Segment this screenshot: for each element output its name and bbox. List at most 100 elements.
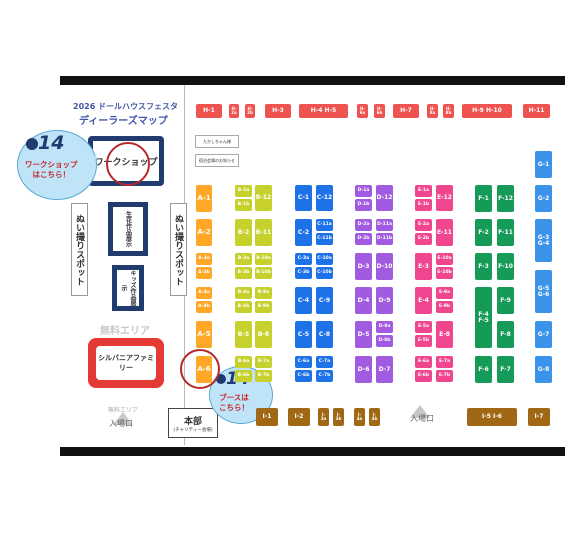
booth-D-11[interactable]: D-5 bbox=[355, 321, 372, 348]
booth-A-3[interactable]: A-3b bbox=[196, 267, 212, 279]
booth-C-9[interactable]: C-4 bbox=[295, 287, 312, 314]
booth-I-3[interactable]: I- 3b bbox=[333, 408, 344, 426]
booth-H-10[interactable]: H-9 H-10 bbox=[462, 104, 512, 118]
booth-A-0[interactable]: A-1 bbox=[196, 185, 212, 212]
booth-B-10[interactable]: B-4b bbox=[235, 301, 252, 313]
booth-H-6[interactable]: H- 6b bbox=[374, 104, 385, 118]
booth-C-12[interactable]: C-8 bbox=[316, 321, 333, 348]
booth-C-15[interactable]: C-7a bbox=[316, 356, 333, 368]
booth-D-9[interactable]: D-4 bbox=[355, 287, 372, 314]
booth-D-5[interactable]: D-11a bbox=[376, 219, 393, 231]
booth-I-4[interactable]: I- 4a bbox=[354, 408, 365, 426]
booth-F-9[interactable]: F-6 bbox=[475, 356, 492, 383]
booth-B-5[interactable]: B-3a bbox=[235, 253, 252, 265]
booth-B-11[interactable]: B-9a bbox=[255, 287, 272, 299]
booth-C-1[interactable]: C-12 bbox=[316, 185, 333, 211]
booth-C-8[interactable]: C-10b bbox=[316, 267, 333, 279]
booth-B-15[interactable]: B-6a bbox=[235, 356, 252, 368]
booth-C-6[interactable]: C-3b bbox=[295, 267, 312, 279]
booth-C-13[interactable]: C-6a bbox=[295, 356, 312, 368]
booth-D-15[interactable]: D-7 bbox=[376, 356, 393, 383]
booth-D-7[interactable]: D-3 bbox=[355, 253, 372, 280]
booth-E-2[interactable]: E-12 bbox=[436, 185, 453, 211]
booth-B-12[interactable]: B-9b bbox=[255, 301, 272, 313]
booth-B-17[interactable]: B-7a bbox=[255, 356, 272, 368]
booth-F-0[interactable]: F-1 bbox=[475, 185, 492, 212]
booth-C-4[interactable]: C-11b bbox=[316, 233, 333, 245]
booth-A-2[interactable]: A-3a bbox=[196, 253, 212, 265]
booth-H-5[interactable]: H- 6a bbox=[357, 104, 368, 118]
booth-B-4[interactable]: B-11 bbox=[255, 219, 272, 246]
booth-B-13[interactable]: B-5 bbox=[235, 321, 252, 348]
booth-E-7[interactable]: E-10a bbox=[436, 253, 453, 265]
booth-F-4[interactable]: F-3 bbox=[475, 253, 492, 280]
booth-C-7[interactable]: C-10a bbox=[316, 253, 333, 265]
booth-D-2[interactable]: D-12 bbox=[376, 185, 393, 211]
booth-F-5[interactable]: F-10 bbox=[497, 253, 514, 280]
booth-A-1[interactable]: A-2 bbox=[196, 219, 212, 246]
booth-G-0[interactable]: G-1 bbox=[535, 151, 552, 178]
booth-E-1[interactable]: E-1b bbox=[415, 199, 432, 211]
booth-E-0[interactable]: E-1a bbox=[415, 185, 432, 197]
booth-I-0[interactable]: I-1 bbox=[256, 408, 278, 426]
booth-F-1[interactable]: F-12 bbox=[497, 185, 514, 212]
booth-G-2[interactable]: G-3 G-4 bbox=[535, 219, 552, 262]
booth-E-8[interactable]: E-10b bbox=[436, 267, 453, 279]
booth-F-2[interactable]: F-2 bbox=[475, 219, 492, 246]
booth-D-6[interactable]: D-11b bbox=[376, 233, 393, 245]
booth-G-3[interactable]: G-5 G-6 bbox=[535, 270, 552, 313]
booth-D-3[interactable]: D-2a bbox=[355, 219, 372, 231]
booth-E-5[interactable]: E-11 bbox=[436, 219, 453, 246]
booth-H-9[interactable]: H- 8b bbox=[443, 104, 454, 118]
booth-H-11[interactable]: H-11 bbox=[523, 104, 550, 118]
booth-C-14[interactable]: C-6b bbox=[295, 370, 312, 382]
booth-B-7[interactable]: B-10a bbox=[255, 253, 272, 265]
booth-G-1[interactable]: G-2 bbox=[535, 185, 552, 212]
booth-B-0[interactable]: B-1a bbox=[235, 185, 252, 197]
booth-D-14[interactable]: D-6 bbox=[355, 356, 372, 383]
booth-E-16[interactable]: E-6b bbox=[415, 370, 432, 382]
booth-F-6[interactable]: F-4 F-5 bbox=[475, 287, 492, 348]
booth-B-16[interactable]: B-6b bbox=[235, 370, 252, 382]
booth-E-15[interactable]: E-6a bbox=[415, 356, 432, 368]
booth-E-12[interactable]: E-5a bbox=[415, 321, 432, 333]
booth-H-8[interactable]: H- 8a bbox=[427, 104, 438, 118]
booth-H-1[interactable]: H- 2a bbox=[229, 104, 239, 118]
booth-B-3[interactable]: B-2 bbox=[235, 219, 252, 246]
booth-D-4[interactable]: D-2b bbox=[355, 233, 372, 245]
booth-C-16[interactable]: C-7b bbox=[316, 370, 333, 382]
booth-E-3[interactable]: E-2a bbox=[415, 219, 432, 231]
booth-E-9[interactable]: E-4 bbox=[415, 287, 432, 314]
booth-I-2[interactable]: I- 3a bbox=[318, 408, 329, 426]
booth-A-4[interactable]: A-4a bbox=[196, 287, 212, 299]
booth-F-8[interactable]: F-8 bbox=[497, 321, 514, 348]
booth-H-2[interactable]: H- 2b bbox=[245, 104, 255, 118]
booth-D-0[interactable]: D-1a bbox=[355, 185, 372, 197]
booth-E-17[interactable]: E-7a bbox=[436, 356, 453, 368]
booth-H-4[interactable]: H-4 H-5 bbox=[299, 104, 348, 118]
booth-D-10[interactable]: D-9 bbox=[376, 287, 393, 314]
booth-C-5[interactable]: C-3a bbox=[295, 253, 312, 265]
booth-E-4[interactable]: E-2b bbox=[415, 233, 432, 245]
booth-F-3[interactable]: F-11 bbox=[497, 219, 514, 246]
booth-D-1[interactable]: D-1b bbox=[355, 199, 372, 211]
booth-I-6[interactable]: I-5 I-6 bbox=[467, 408, 517, 426]
booth-F-10[interactable]: F-7 bbox=[497, 356, 514, 383]
booth-C-11[interactable]: C-5 bbox=[295, 321, 312, 348]
booth-I-7[interactable]: I-7 bbox=[528, 408, 550, 426]
booth-H-3[interactable]: H-3 bbox=[265, 104, 291, 118]
booth-H-7[interactable]: H-7 bbox=[393, 104, 419, 118]
booth-B-2[interactable]: B-12 bbox=[255, 185, 272, 211]
booth-I-5[interactable]: I- 4b bbox=[369, 408, 380, 426]
booth-A-6[interactable]: A-5 bbox=[196, 321, 212, 348]
booth-E-6[interactable]: E-3 bbox=[415, 253, 432, 280]
booth-G-4[interactable]: G-7 bbox=[535, 321, 552, 348]
booth-C-0[interactable]: C-1 bbox=[295, 185, 312, 211]
booth-B-1[interactable]: B-1b bbox=[235, 199, 252, 211]
booth-D-8[interactable]: D-10 bbox=[376, 253, 393, 280]
booth-C-2[interactable]: C-2 bbox=[295, 219, 312, 246]
booth-E-10[interactable]: E-9a bbox=[436, 287, 453, 299]
booth-B-14[interactable]: B-8 bbox=[255, 321, 272, 348]
booth-E-13[interactable]: E-5b bbox=[415, 335, 432, 347]
booth-B-6[interactable]: B-3b bbox=[235, 267, 252, 279]
